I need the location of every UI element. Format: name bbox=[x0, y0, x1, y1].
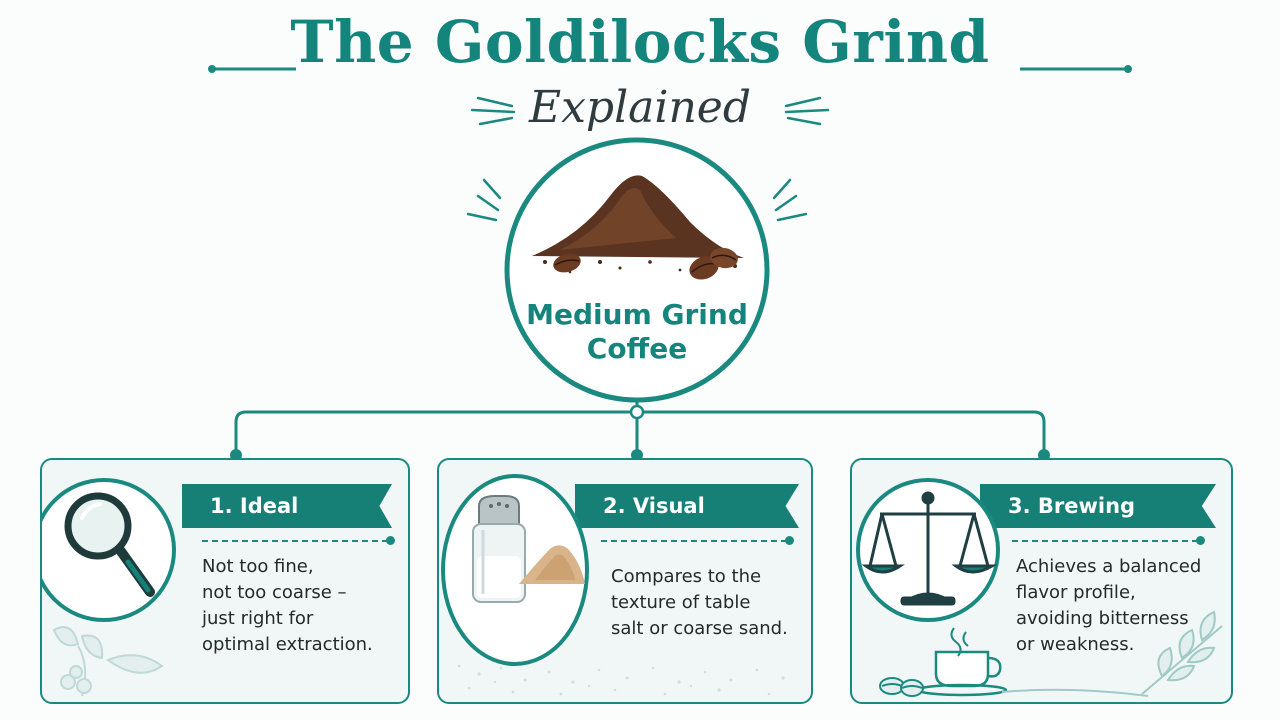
subtitle-flourish-right bbox=[784, 96, 830, 126]
page-subtitle: Explained bbox=[528, 82, 752, 133]
subtitle-flourish-left bbox=[470, 96, 516, 126]
title-rule-left bbox=[208, 65, 296, 73]
card-heading: 3. Brewing Balance bbox=[980, 484, 1216, 528]
card3-illustration bbox=[856, 478, 1223, 697]
description-line: avoiding bitterness bbox=[1016, 608, 1189, 629]
card-divider bbox=[601, 540, 787, 542]
magnifying-glass-icon bbox=[64, 492, 155, 597]
page-title: The Goldilocks Grind bbox=[290, 8, 990, 76]
center-label-line-2: Coffee bbox=[586, 332, 688, 365]
card-ideal-fineness: 1. Ideal Fineness Not too fine, not too … bbox=[40, 458, 410, 704]
coffee-cup-icon bbox=[916, 627, 1008, 697]
description-line: salt or coarse sand. bbox=[611, 618, 788, 639]
card-visual-analogy: 2. Visual Analogy Compares to the textur… bbox=[437, 458, 813, 704]
card-description: Achieves a balanced flavor profile, avoi… bbox=[1016, 554, 1201, 658]
divider-dot bbox=[785, 536, 794, 545]
salt-shaker-icon bbox=[472, 495, 526, 603]
description-line: flavor profile, bbox=[1016, 582, 1136, 603]
card-divider bbox=[1012, 540, 1198, 542]
card-description: Not too fine, not too coarse – just righ… bbox=[202, 554, 373, 658]
balance-scale-icon bbox=[861, 491, 998, 606]
divider-dot bbox=[1196, 536, 1205, 545]
description-line: texture of table bbox=[611, 592, 751, 613]
coffee-bean-icon bbox=[879, 677, 924, 697]
sparkle-right bbox=[772, 178, 808, 222]
sparkle-left bbox=[466, 178, 502, 222]
description-line: just right for bbox=[202, 608, 314, 629]
description-line: Compares to the bbox=[611, 566, 762, 587]
card-divider bbox=[202, 540, 388, 542]
card-heading: 2. Visual Analogy bbox=[575, 484, 799, 528]
description-line: not too coarse – bbox=[202, 582, 347, 603]
card1-illustration bbox=[42, 478, 176, 697]
card-description: Compares to the texture of table salt or… bbox=[611, 564, 788, 642]
sand-speckles bbox=[457, 664, 785, 696]
description-line: Not too fine, bbox=[202, 556, 314, 577]
leaf-icon bbox=[52, 626, 164, 697]
sand-pile-icon bbox=[519, 545, 585, 584]
leaf-icon bbox=[1001, 610, 1223, 697]
divider-dot bbox=[386, 536, 395, 545]
description-line: optimal extraction. bbox=[202, 634, 373, 655]
card-heading: 1. Ideal Fineness bbox=[182, 484, 392, 528]
card-brewing-balance: 3. Brewing Balance Achieves a balanced f… bbox=[850, 458, 1233, 704]
center-label-line-1: Medium Grind bbox=[526, 298, 748, 331]
description-line: Achieves a balanced bbox=[1016, 556, 1202, 577]
center-label: Medium Grind Coffee bbox=[510, 298, 764, 366]
title-rule-right bbox=[1020, 65, 1132, 73]
coffee-bean-icon bbox=[553, 247, 738, 280]
card2-illustration bbox=[441, 474, 785, 696]
description-line: or weakness. bbox=[1016, 634, 1135, 655]
